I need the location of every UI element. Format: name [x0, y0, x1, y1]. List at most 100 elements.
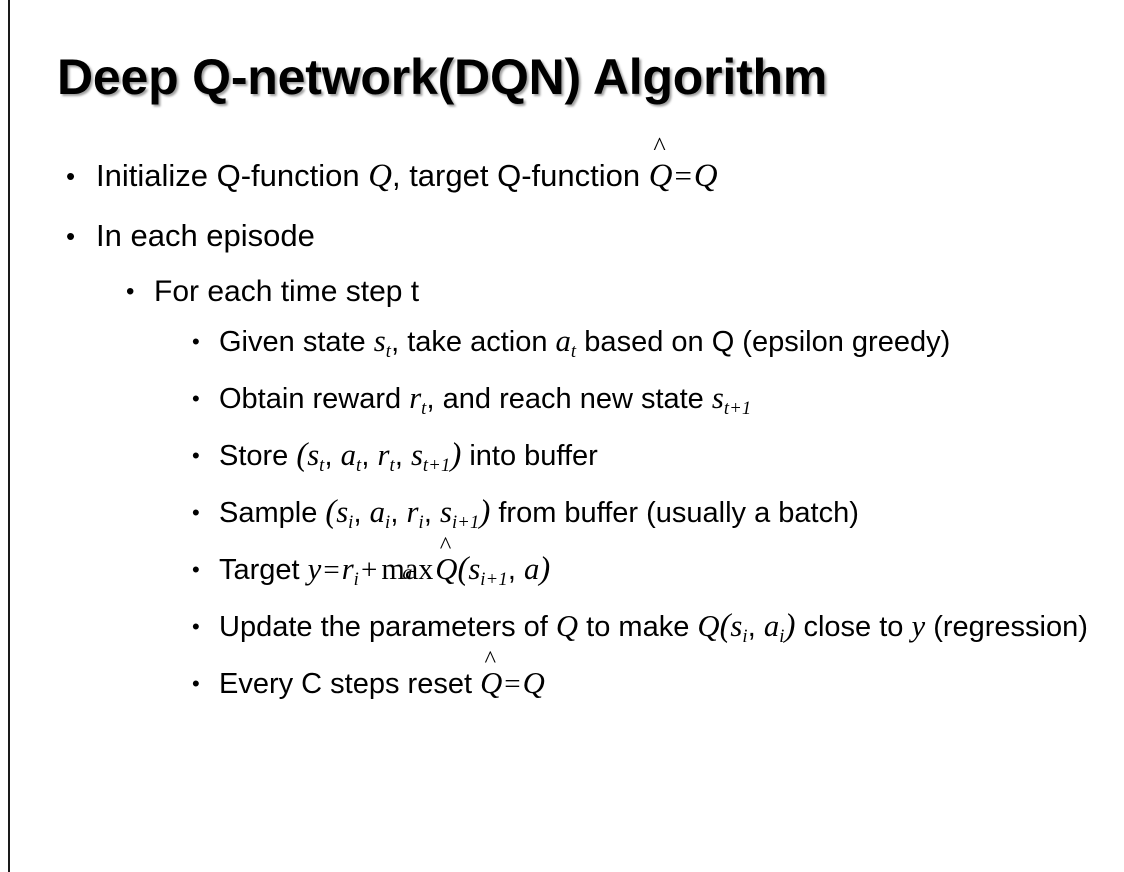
text-fragment: Given state: [219, 326, 374, 358]
list-item-update-parameters: • Update the parameters of Q to make Q(s…: [0, 603, 1124, 660]
list-item-text: Update the parameters of Q to make Q(si,…: [219, 603, 1088, 660]
bullet-glyph: •: [66, 161, 76, 191]
math-s-subscript: i: [348, 511, 354, 533]
math-s: s: [373, 324, 386, 358]
math-q-hat: ^Q: [480, 648, 503, 707]
math-plus: +: [361, 553, 378, 586]
text-fragment: Target: [219, 553, 308, 586]
math-s-next: s: [410, 437, 423, 472]
text-fragment: Store: [219, 439, 297, 472]
math-comma: ,: [324, 439, 341, 472]
math-comma: ,: [747, 610, 764, 643]
math-q: Q: [368, 158, 392, 194]
math-comma: ,: [394, 439, 411, 472]
list-item-text: Store (st, at, rt, st+1) into buffer: [219, 432, 598, 489]
text-fragment: from buffer (usually a batch): [490, 496, 859, 529]
text-fragment: Obtain reward: [219, 382, 410, 415]
page-title: Deep Q-network(DQN) Algorithm: [57, 49, 828, 105]
list-item-text: In each episode: [96, 218, 315, 253]
math-s: s: [730, 608, 743, 643]
math-comma: ,: [423, 496, 440, 529]
list-item-initialize: • Initialize Q-function Q, target Q-func…: [0, 133, 1124, 206]
math-s-next: s: [439, 494, 452, 529]
bullet-glyph: •: [192, 385, 200, 411]
text-fragment: Initialize Q-function: [96, 158, 369, 193]
math-r-subscript: t: [389, 454, 395, 476]
math-y: y: [307, 551, 322, 586]
hat-accent: ^: [653, 131, 666, 161]
math-comma: ,: [507, 553, 524, 586]
max-underset-variable: a: [402, 562, 413, 585]
math-a-subscript: t: [570, 340, 577, 362]
list-item-text: Obtain reward rt, and reach new state st…: [219, 375, 751, 432]
text-fragment: Every C steps reset: [219, 667, 481, 700]
bullet-glyph: •: [192, 329, 200, 354]
math-s-subscript: i: [742, 625, 748, 647]
math-a: a: [369, 494, 386, 529]
math-open-paren: (: [296, 436, 308, 473]
math-a-subscript: i: [385, 511, 391, 533]
math-equals: =: [674, 158, 692, 193]
math-a: a: [555, 324, 571, 358]
hat-accent: ^: [439, 532, 452, 560]
math-close-paren: ): [784, 607, 796, 644]
list-item-for-each-time-step: • For each time step t: [0, 266, 1124, 318]
text-fragment: close to: [795, 610, 912, 643]
math-open-paren: (: [457, 550, 469, 587]
bullet-glyph: •: [192, 556, 200, 582]
math-close-paren: ): [479, 493, 491, 530]
math-s-next-subscript: i+1: [451, 511, 480, 533]
math-a-subscript: t: [356, 454, 362, 476]
list-item-text: Initialize Q-function Q, target Q-functi…: [96, 133, 718, 206]
math-a: a: [763, 608, 780, 643]
math-r-subscript: i: [418, 511, 424, 533]
math-r-subscript: t: [421, 397, 427, 419]
math-a: a: [340, 437, 357, 472]
math-a-subscript: i: [779, 625, 785, 647]
math-s-subscript: t: [319, 454, 325, 476]
text-fragment: , and reach new state: [426, 382, 712, 415]
list-item-obtain-reward: • Obtain reward rt, and reach new state …: [0, 375, 1124, 432]
math-comma: ,: [361, 439, 378, 472]
math-q-base: Q: [480, 665, 503, 700]
math-q-base: Q: [435, 551, 458, 586]
math-close-paren: ): [539, 550, 551, 587]
list-item-text: Every C steps reset ^Q=Q: [219, 648, 545, 708]
math-a: a: [523, 551, 540, 586]
math-r: r: [406, 494, 419, 529]
math-q-hat: ^Q: [435, 534, 458, 593]
list-item-sample-batch: • Sample (si, ai, ri, si+1) from buffer …: [0, 489, 1124, 546]
algorithm-bullet-list: • Initialize Q-function Q, target Q-func…: [0, 133, 1124, 708]
math-equals: =: [323, 553, 340, 586]
math-s-next: s: [468, 551, 481, 586]
text-fragment: Sample: [219, 496, 326, 529]
left-margin-rule: [8, 0, 10, 872]
math-s: s: [711, 380, 724, 415]
math-open-paren: (: [719, 607, 731, 644]
math-equals: =: [504, 667, 521, 700]
list-item-text: For each time step t: [154, 275, 420, 308]
math-q-hat: ^Q: [648, 133, 673, 206]
bullet-glyph: •: [192, 670, 200, 696]
math-comma: ,: [353, 496, 370, 529]
bullet-glyph: •: [192, 613, 200, 639]
bullet-glyph: •: [192, 442, 200, 468]
math-r-subscript: i: [353, 568, 360, 590]
list-item-in-each-episode: • In each episode: [0, 206, 1124, 266]
bullet-glyph: •: [192, 499, 200, 525]
math-s: s: [336, 494, 349, 529]
text-fragment: to make: [578, 610, 698, 643]
math-s-subscript: t+1: [723, 397, 752, 419]
math-s-next-subscript: t+1: [422, 454, 451, 476]
math-close-paren: ): [450, 436, 462, 473]
math-q: Q: [522, 665, 545, 700]
math-open-paren: (: [325, 493, 337, 530]
math-r: r: [409, 380, 422, 415]
list-item-reset-target-network: • Every C steps reset ^Q=Q: [0, 648, 1124, 708]
text-fragment: Update the parameters of: [219, 610, 556, 643]
math-q-base: Q: [648, 158, 673, 194]
